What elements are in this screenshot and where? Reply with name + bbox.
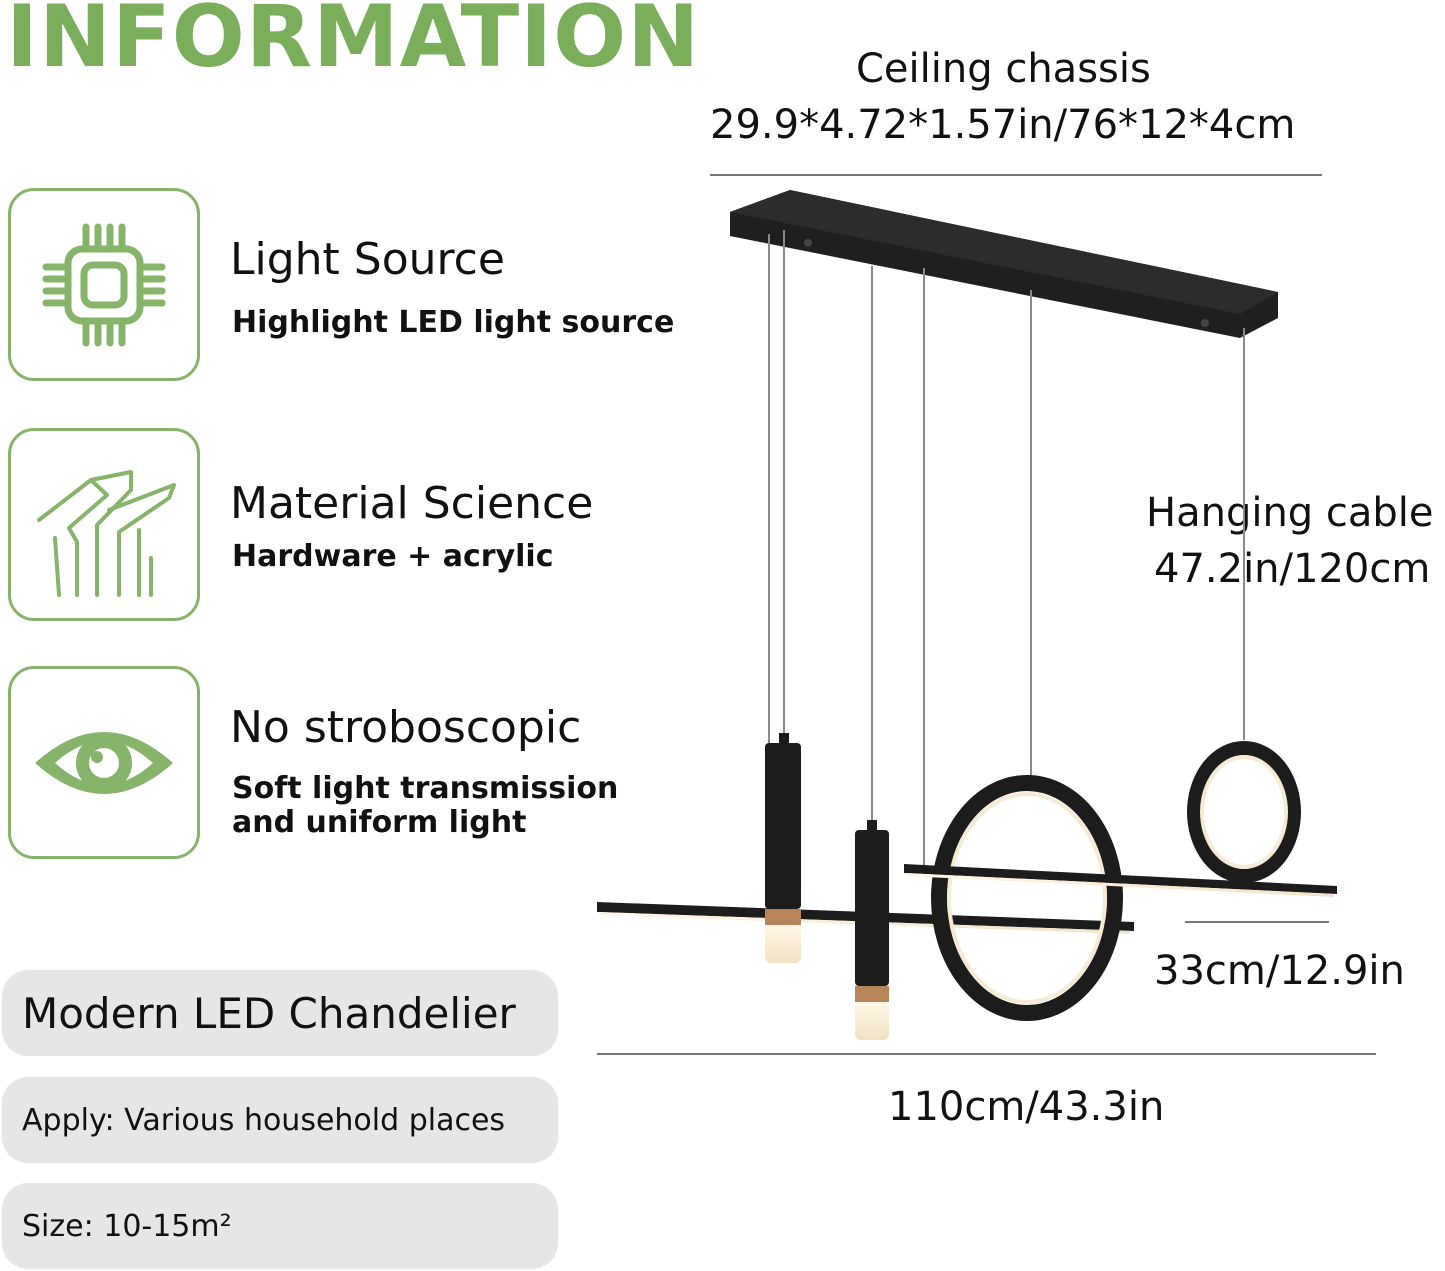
feature-desc-material: Hardware + acrylic [232,539,554,574]
size-text: Size: 10-15m² [22,1208,232,1244]
hanging-cable-label: Hanging cable [1146,490,1434,536]
ceiling-canopy [730,190,1278,338]
width-dimension: 110cm/43.3in [888,1084,1165,1130]
apply-pill: Apply: Various household places [2,1077,558,1163]
product-name-pill: Modern LED Chandelier [2,970,558,1056]
ceiling-chassis-size: 29.9*4.72*1.57in/76*12*4cm [710,102,1296,148]
light-ring-large [931,775,1123,1021]
chip-icon [42,223,166,346]
apply-text: Apply: Various household places [22,1102,506,1138]
cylinder-light-1 [765,733,801,963]
material-icon [37,469,176,597]
feature-title-light-source: Light Source [230,234,505,285]
feature-desc-no-strobe-line1: Soft light transmission [232,771,619,806]
hanging-cable-length: 47.2in/120cm [1154,546,1431,592]
feature-icon-box-no-strobe [8,666,200,859]
feature-icon-box-light-source [8,188,200,381]
hanging-cables [768,230,1245,905]
feature-desc-no-strobe-line2: and uniform light [232,805,527,840]
feature-title-no-strobe: No stroboscopic [230,702,582,753]
feature-icon-box-material [8,428,200,621]
product-name: Modern LED Chandelier [22,988,516,1038]
width-dimension-line [597,1053,1376,1055]
ceiling-chassis-label: Ceiling chassis [856,46,1151,92]
light-bar-right [904,864,1337,897]
feature-title-material: Material Science [230,478,594,529]
ceiling-dimension-line [710,174,1322,176]
eye-icon [35,731,173,794]
cylinder-light-2 [855,820,889,1040]
depth-dimension-line [1185,921,1329,923]
light-ring-small [1187,741,1301,883]
depth-dimension: 33cm/12.9in [1154,948,1405,994]
page-title: INFORMATION [6,0,701,87]
feature-desc-light-source: Highlight LED light source [232,305,675,340]
size-pill: Size: 10-15m² [2,1183,558,1269]
